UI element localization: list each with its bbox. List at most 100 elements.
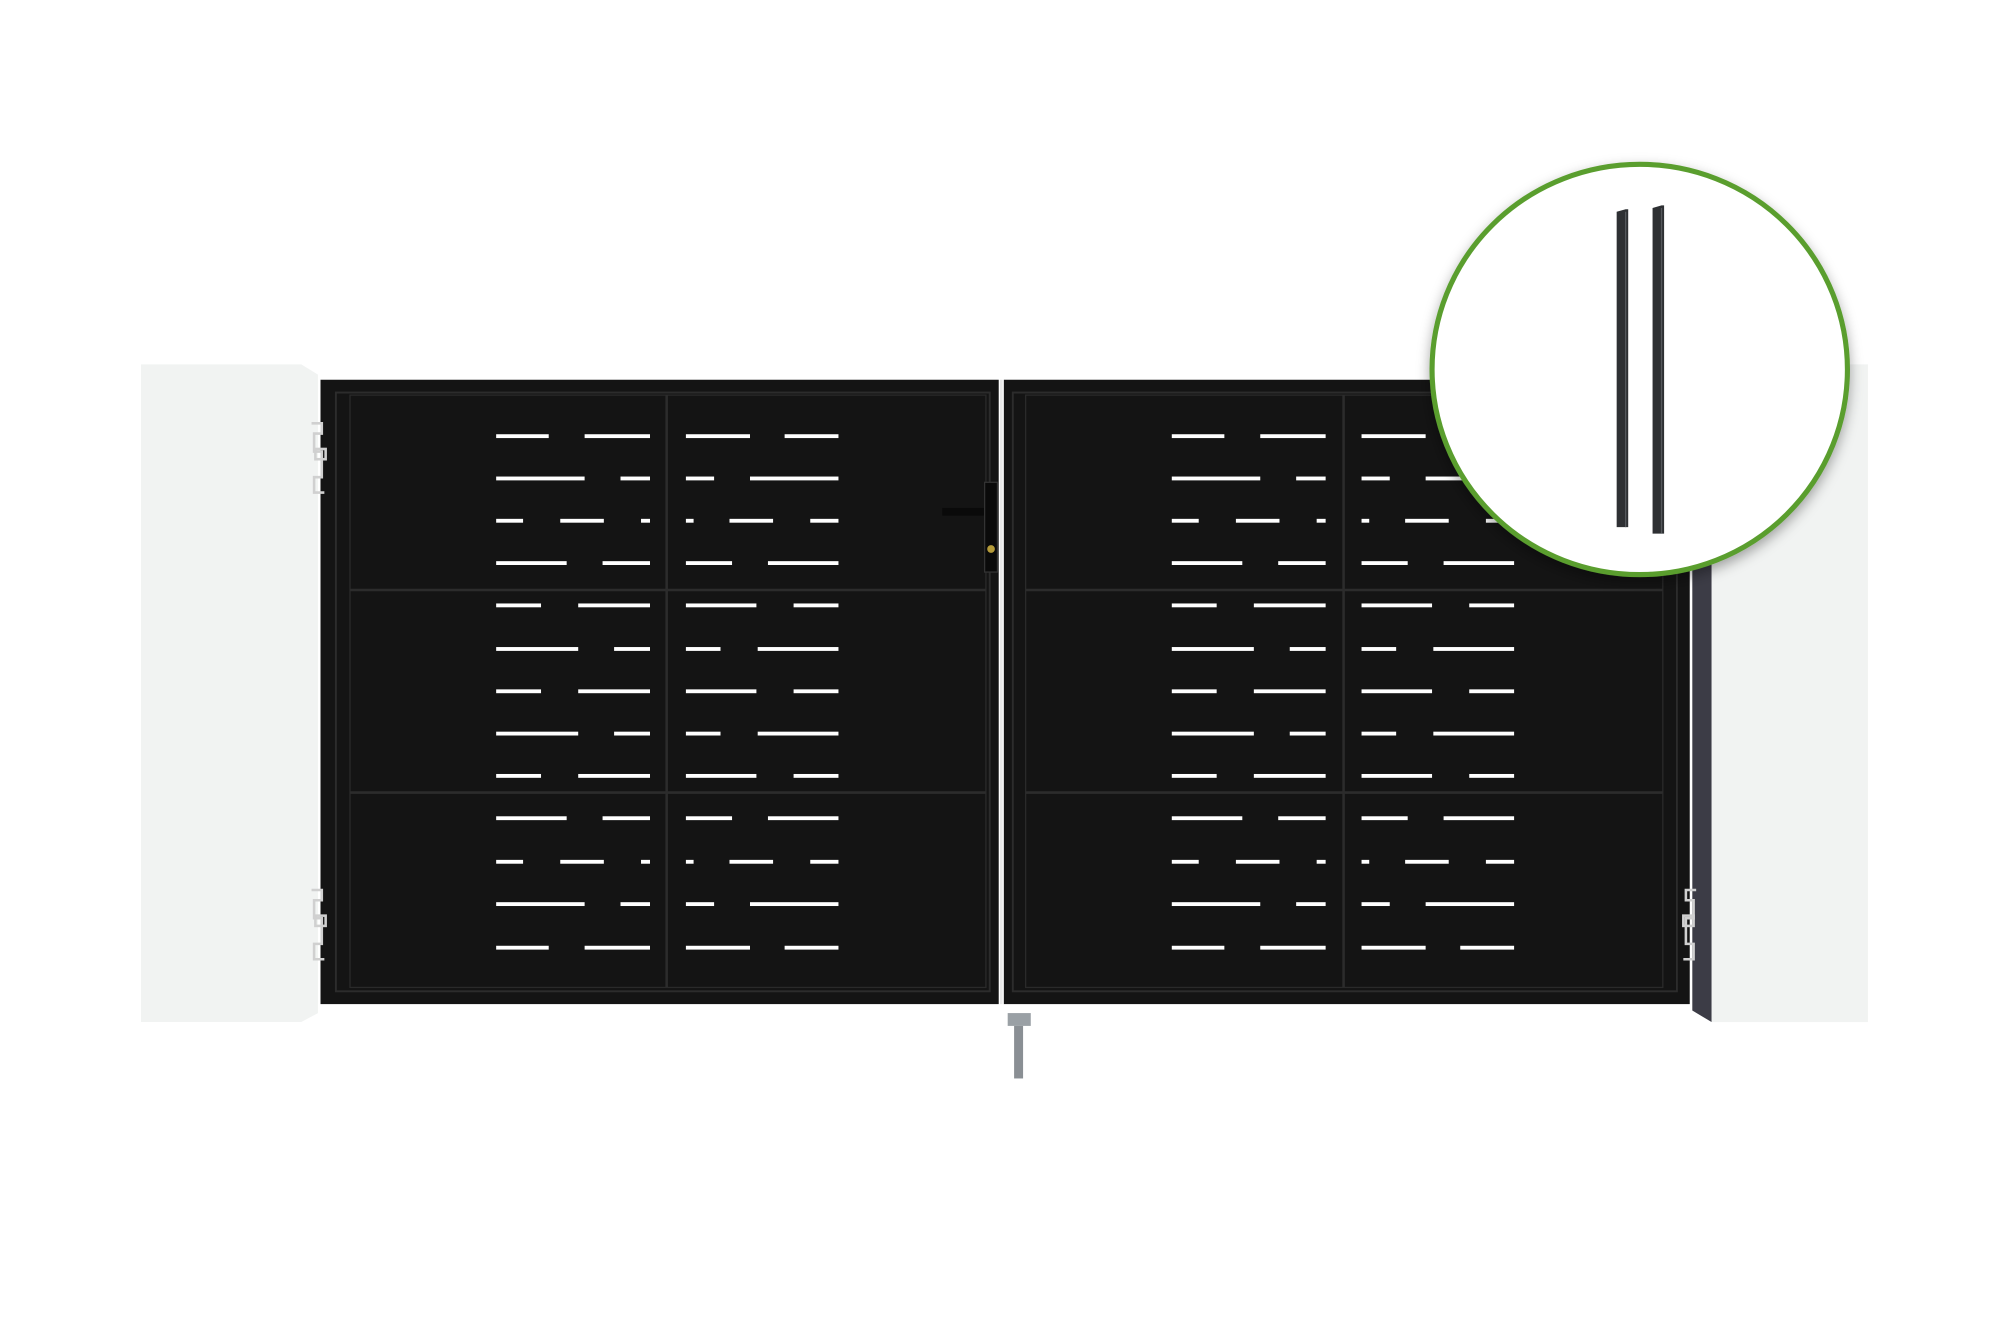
slot	[614, 647, 650, 651]
slot	[685, 518, 694, 523]
slot	[578, 773, 650, 778]
slot	[685, 647, 721, 651]
slot	[584, 945, 650, 950]
slot	[496, 476, 585, 481]
slot	[685, 731, 721, 736]
hinge-icon	[1682, 888, 1697, 961]
slot	[496, 689, 542, 694]
posts-inset	[1429, 161, 1850, 578]
slot	[1171, 603, 1217, 608]
slot	[1296, 476, 1326, 481]
slot	[496, 816, 567, 821]
slot	[1278, 561, 1326, 565]
gate-post-icon	[1616, 209, 1629, 528]
slot	[1171, 902, 1261, 907]
left-pillar	[141, 364, 318, 1023]
slot	[1469, 773, 1515, 778]
slot	[1485, 859, 1515, 864]
slot	[496, 902, 585, 907]
slot	[496, 945, 549, 950]
slot	[1361, 731, 1397, 736]
slot	[1361, 647, 1397, 651]
slot	[1289, 731, 1326, 736]
slot	[793, 603, 839, 608]
slot	[757, 731, 839, 736]
slot	[560, 859, 604, 864]
slot	[685, 945, 750, 950]
slot	[685, 689, 757, 694]
door-handle-icon	[942, 481, 999, 573]
slot	[620, 476, 650, 481]
decorative-slots	[496, 434, 1515, 950]
slot	[1361, 603, 1433, 608]
slot	[810, 859, 839, 864]
slot	[496, 647, 579, 651]
slot	[1469, 689, 1515, 694]
slot	[1260, 945, 1326, 950]
slot	[1171, 773, 1217, 778]
slot	[602, 816, 650, 821]
slot	[1361, 816, 1408, 821]
slot	[750, 476, 839, 481]
slot	[1405, 518, 1449, 523]
slot	[1361, 476, 1390, 481]
slot	[1361, 561, 1408, 565]
slot	[620, 902, 650, 907]
slot	[685, 859, 694, 864]
slot	[1361, 902, 1390, 907]
slot	[784, 434, 839, 439]
slot	[1171, 816, 1243, 821]
slot	[1361, 518, 1370, 523]
slot	[496, 434, 549, 439]
slot	[750, 902, 839, 907]
slot	[1443, 816, 1515, 821]
slot	[1361, 689, 1433, 694]
slot	[1235, 859, 1280, 864]
slot	[1171, 518, 1199, 523]
slot	[496, 731, 579, 736]
gate-post-icon	[1652, 205, 1665, 534]
slot	[1171, 689, 1217, 694]
slot	[729, 518, 774, 523]
slot	[496, 561, 567, 565]
slot	[1296, 902, 1326, 907]
slot	[793, 689, 839, 694]
slot	[1253, 603, 1326, 608]
slot	[641, 859, 650, 864]
slot	[1253, 689, 1326, 694]
slot	[685, 603, 757, 608]
slot	[1171, 859, 1199, 864]
slot	[685, 816, 733, 821]
slot	[1433, 647, 1515, 651]
gate-leaf-left	[320, 379, 999, 1005]
hinge-icon	[311, 422, 327, 494]
slot	[578, 689, 650, 694]
slot	[496, 603, 542, 608]
slot	[685, 773, 757, 778]
hinge-icon	[311, 888, 327, 961]
ground-latch	[1007, 1013, 1031, 1079]
slot	[496, 859, 524, 864]
slot	[784, 945, 839, 950]
slot	[729, 859, 774, 864]
slot	[1443, 561, 1515, 565]
slot	[1316, 859, 1326, 864]
slot	[685, 902, 715, 907]
slot	[1316, 518, 1326, 523]
slot	[584, 434, 650, 439]
slot	[767, 561, 839, 565]
slot	[641, 518, 650, 523]
slot	[685, 434, 750, 439]
slot	[496, 773, 542, 778]
slot	[1278, 816, 1326, 821]
slot	[1171, 945, 1225, 950]
slot	[578, 603, 650, 608]
slot	[1433, 731, 1515, 736]
slot	[810, 518, 839, 523]
slot	[496, 518, 524, 523]
slot	[1260, 434, 1326, 439]
slot	[1361, 434, 1426, 439]
slot	[1361, 773, 1433, 778]
slot	[685, 561, 733, 565]
